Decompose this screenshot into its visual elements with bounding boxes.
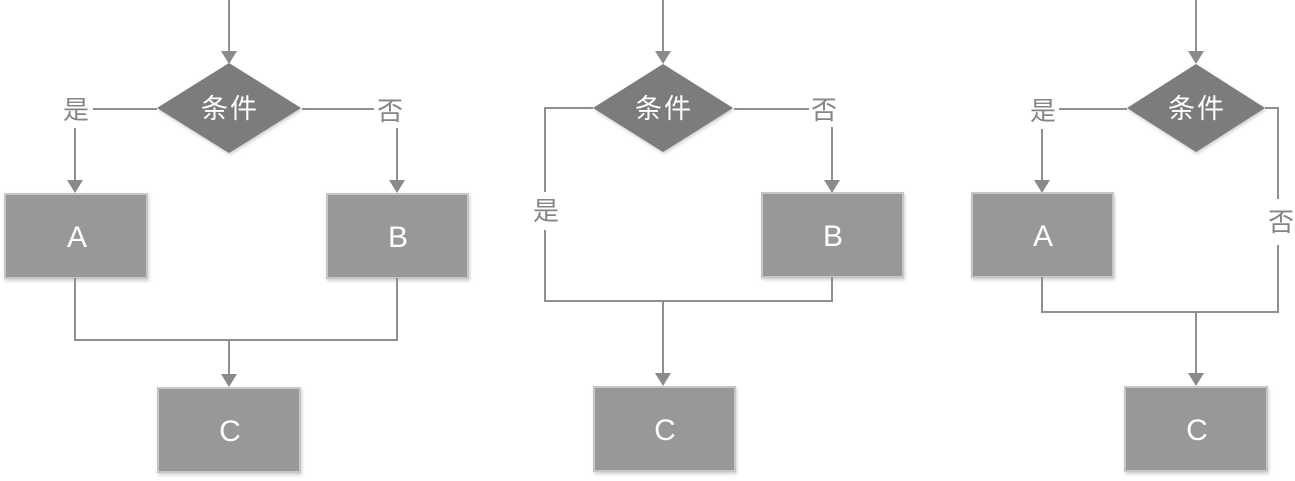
process-box-b [326, 193, 469, 279]
yes-branch-label: 是 [533, 196, 559, 226]
flowchart-no-branch-only: 条件 是 否 B C [533, 0, 904, 472]
process-box-a [4, 193, 148, 279]
arrow-down-icon [221, 374, 237, 387]
condition-diamond [1127, 64, 1265, 152]
process-box-b-label: B [823, 220, 843, 253]
yes-branch-label: 是 [63, 95, 89, 125]
arrow-down-icon [655, 373, 671, 386]
no-branch-label: 否 [1268, 207, 1294, 237]
yes-branch-label: 是 [1030, 96, 1056, 126]
arrow-down-icon [1034, 180, 1050, 193]
flowchart-yes-branch-only: 条件 是 A 否 C [971, 0, 1294, 472]
process-box-c-label: C [654, 414, 676, 447]
arrow-down-icon [1188, 373, 1204, 386]
process-box-c-label: C [1186, 414, 1208, 447]
arrow-down-icon [221, 51, 237, 64]
no-branch-label: 否 [377, 96, 403, 126]
process-box-c-label: C [219, 415, 241, 448]
condition-label: 条件 [201, 94, 259, 124]
arrow-down-icon [655, 51, 671, 64]
merge-edge [74, 278, 398, 341]
process-box-a-label: A [67, 221, 87, 254]
arrow-down-icon [824, 180, 840, 193]
process-box-c [593, 386, 736, 472]
yes-edge-top [544, 107, 593, 192]
arrow-down-icon [389, 180, 405, 193]
merge-edge [544, 277, 833, 302]
condition-diamond [157, 63, 301, 153]
arrow-down-icon [67, 180, 83, 193]
condition-label: 条件 [1168, 94, 1226, 124]
process-box-c [1124, 386, 1268, 472]
process-box-b-label: B [388, 221, 408, 254]
flowchart-both-branches: 条件 是 A 否 B C [4, 0, 469, 473]
no-branch-label: 否 [811, 95, 837, 125]
no-edge-top [1265, 107, 1279, 199]
condition-label: 条件 [635, 94, 693, 124]
arrow-down-icon [1188, 51, 1204, 64]
merge-edge [1041, 277, 1279, 313]
process-box-c [157, 387, 301, 473]
condition-diamond [593, 64, 733, 152]
process-box-a-label: A [1033, 220, 1053, 253]
